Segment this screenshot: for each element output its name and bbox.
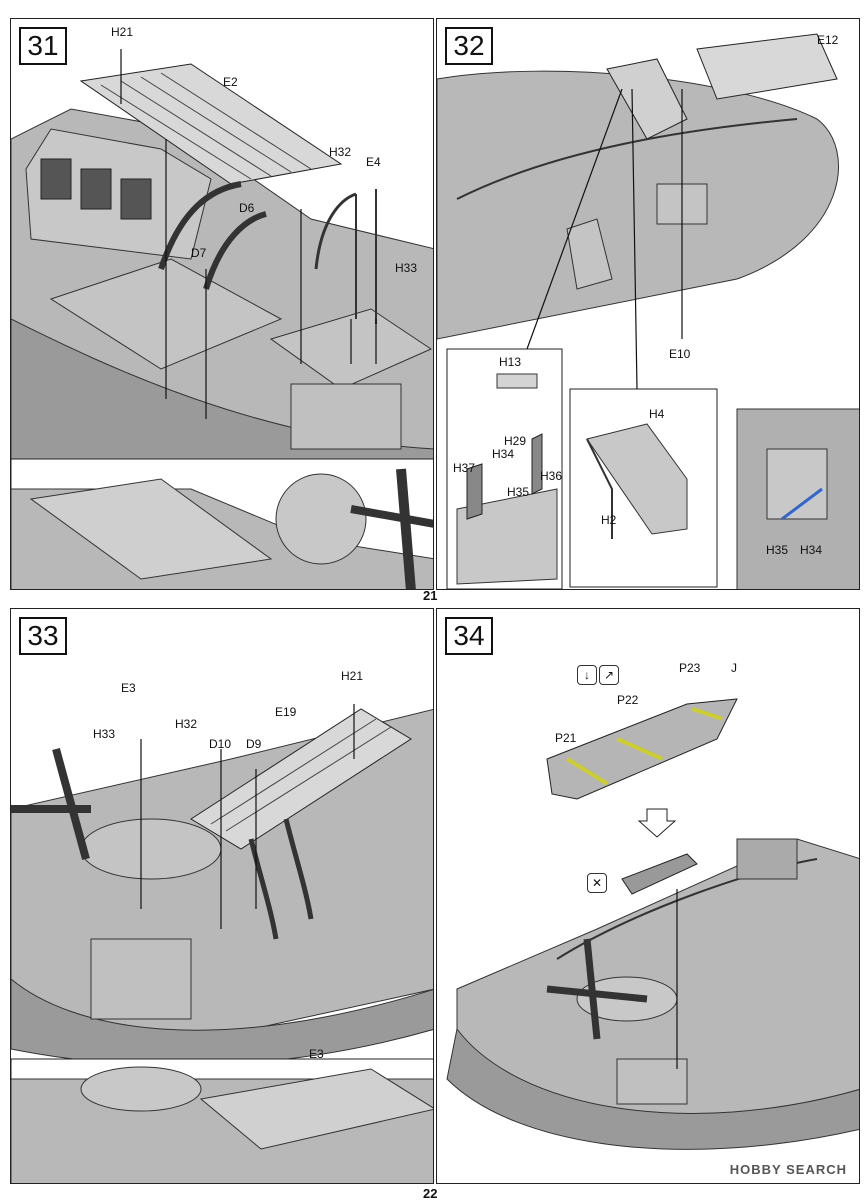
label-d10: D10: [209, 737, 232, 751]
label-h33: H33: [93, 727, 116, 741]
step-34-number: 34: [445, 617, 493, 655]
label-d7: D7: [191, 246, 207, 260]
glue-icon: ↓: [577, 665, 597, 685]
label-h34-inset: H34: [800, 543, 823, 557]
page-22: 33 H21 E3 H32 H33 E19 D10 D9: [0, 600, 865, 1201]
label-p21: P21: [555, 731, 577, 745]
label-h35: H35: [507, 485, 530, 499]
label-h21: H21: [111, 25, 134, 39]
cement-icon: ✕: [587, 873, 607, 893]
label-h13: H13: [499, 355, 522, 369]
label-h29: H29: [504, 434, 527, 448]
label-e10: E10: [669, 347, 691, 361]
label-e3-inset: E3: [309, 1047, 324, 1061]
label-p22: P22: [617, 693, 639, 707]
page-number-21: 21: [423, 588, 438, 603]
label-p23: P23: [679, 661, 701, 675]
step-32-panel: 32 E12 E10: [436, 18, 860, 590]
page-21: 31: [0, 0, 865, 603]
label-d6: D6: [239, 201, 255, 215]
label-h2: H2: [601, 513, 617, 527]
label-e2: E2: [223, 75, 238, 89]
label-e3: E3: [121, 681, 136, 695]
label-e4: E4: [366, 155, 381, 169]
paint-icon: ↗: [599, 665, 619, 685]
label-d9: D9: [246, 737, 262, 751]
label-e12: E12: [817, 33, 839, 47]
step-34-panel: 34 ↓ ↗ ✕ P23 J P22: [436, 608, 860, 1184]
label-e19: E19: [275, 705, 297, 719]
label-h32: H32: [175, 717, 198, 731]
label-h35-inset: H35: [766, 543, 789, 557]
label-h32: H32: [329, 145, 352, 159]
step-34-illustration: [446, 698, 859, 1150]
step-31-panel: 31: [10, 18, 434, 590]
label-h37: H37: [453, 461, 476, 475]
step-31-illustration: [11, 49, 433, 589]
step-32-number: 32: [445, 27, 493, 65]
page-number-22: 22: [423, 1186, 438, 1201]
label-j: J: [731, 661, 737, 675]
step-33-panel: 33 H21 E3 H32 H33 E19 D10 D9: [10, 608, 434, 1184]
label-h21: H21: [341, 669, 364, 683]
label-h4: H4: [649, 407, 665, 421]
label-h36: H36: [540, 469, 563, 483]
label-h34: H34: [492, 447, 515, 461]
step-33-illustration: [11, 704, 433, 1183]
label-h33: H33: [395, 261, 418, 275]
step-31-number: 31: [19, 27, 67, 65]
step-32-illustration: [437, 33, 859, 589]
step-33-number: 33: [19, 617, 67, 655]
watermark: HOBBY SEARCH: [729, 1162, 847, 1177]
